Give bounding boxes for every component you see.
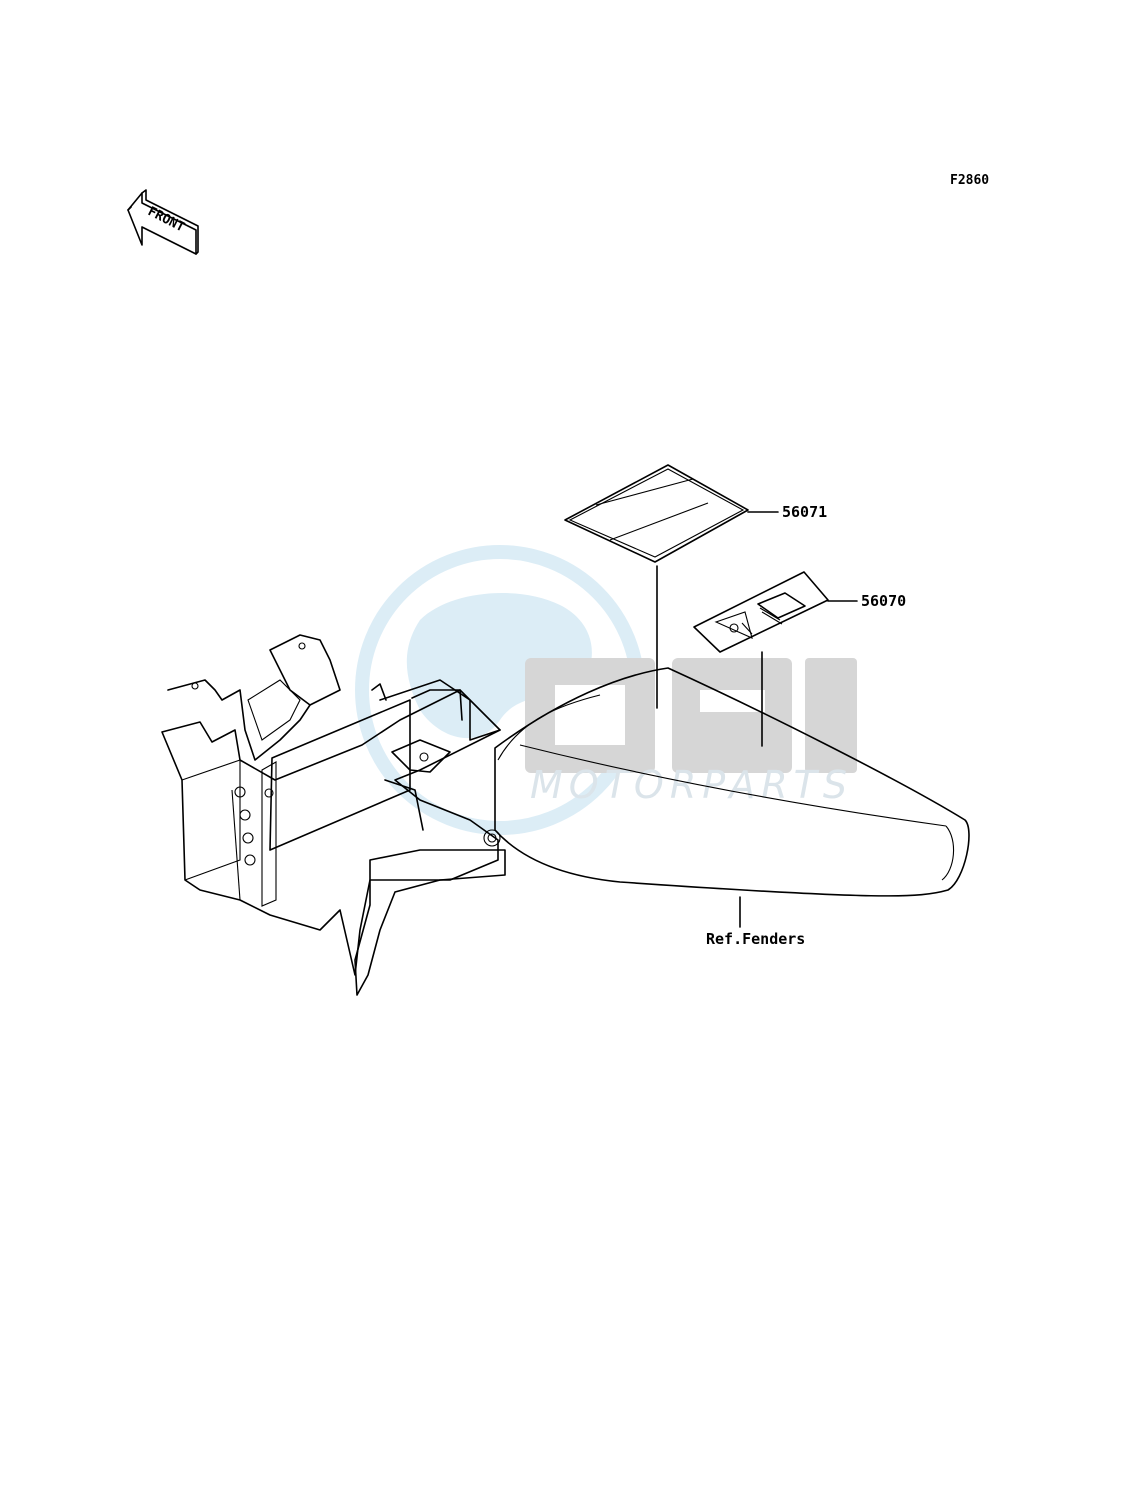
watermark-brand-text: MOTORPARTS bbox=[530, 763, 853, 807]
callout-ref-fenders-label: Ref.Fenders bbox=[706, 930, 805, 948]
decal-56071-part: 56071 bbox=[564, 464, 827, 709]
callout-56071-label: 56071 bbox=[782, 503, 827, 521]
label-56070-part: 56070 bbox=[693, 571, 906, 747]
figure-code: F2860 bbox=[950, 173, 989, 188]
watermark-continents-icon bbox=[406, 593, 592, 739]
callout-56070-label: 56070 bbox=[861, 592, 906, 610]
rear-fender-assembly: Ref.Fenders bbox=[161, 634, 970, 996]
front-arrow-icon: FRONT bbox=[127, 189, 199, 255]
mounting-holes bbox=[234, 786, 256, 866]
front-arrow-label: FRONT bbox=[145, 204, 187, 235]
